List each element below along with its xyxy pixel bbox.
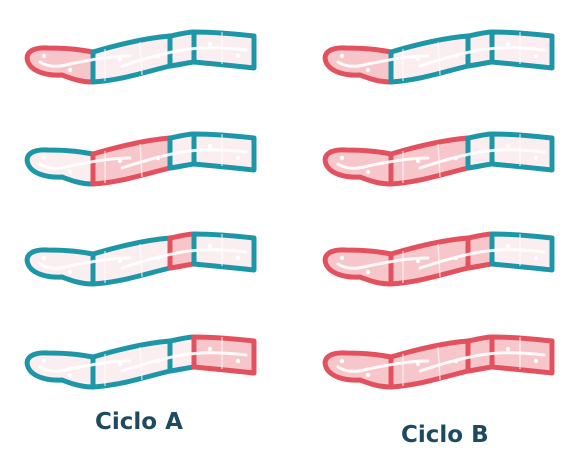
cycle-a-label: Ciclo A xyxy=(95,411,183,434)
air-dot-5 xyxy=(506,42,510,46)
air-dot-1 xyxy=(340,359,344,363)
air-dot-4 xyxy=(454,156,458,160)
air-dot-3 xyxy=(416,362,420,366)
air-dot-2 xyxy=(68,170,72,174)
air-dot-5 xyxy=(208,347,212,351)
air-dot-1 xyxy=(42,156,46,160)
air-dot-2 xyxy=(68,373,72,377)
air-dot-4 xyxy=(156,256,160,260)
air-dot-4 xyxy=(156,359,160,363)
cycle-b-label: Ciclo B xyxy=(401,424,489,447)
air-dot-1 xyxy=(340,156,344,160)
air-dot-4 xyxy=(156,156,160,160)
air-dot-3 xyxy=(118,159,122,163)
air-dot-1 xyxy=(340,54,344,58)
air-dot-4 xyxy=(156,54,160,58)
air-dot-1 xyxy=(42,256,46,260)
air-dot-2 xyxy=(366,170,370,174)
leg-cycle-b-step-3 xyxy=(325,234,552,284)
air-dot-4 xyxy=(454,256,458,260)
air-dot-3 xyxy=(416,259,420,263)
air-dot-5 xyxy=(208,244,212,248)
air-dot-6 xyxy=(534,359,538,363)
air-dot-1 xyxy=(340,256,344,260)
air-dot-3 xyxy=(416,57,420,61)
air-dot-5 xyxy=(208,144,212,148)
air-dot-4 xyxy=(454,359,458,363)
air-dot-6 xyxy=(534,54,538,58)
air-dot-6 xyxy=(534,256,538,260)
air-dot-3 xyxy=(118,362,122,366)
air-dot-5 xyxy=(506,244,510,248)
leg-cycle-b-step-1 xyxy=(325,32,552,82)
air-dot-5 xyxy=(506,144,510,148)
air-dot-1 xyxy=(42,359,46,363)
leg-cycle-a-step-1 xyxy=(27,32,254,82)
air-dot-3 xyxy=(118,259,122,263)
leg-cycle-b-step-4 xyxy=(325,337,552,387)
air-dot-2 xyxy=(68,68,72,72)
air-dot-2 xyxy=(366,373,370,377)
air-dot-1 xyxy=(42,54,46,58)
air-dot-5 xyxy=(506,347,510,351)
air-dot-2 xyxy=(366,68,370,72)
air-dot-5 xyxy=(208,42,212,46)
air-dot-6 xyxy=(534,156,538,160)
air-dot-6 xyxy=(236,54,240,58)
air-dot-6 xyxy=(236,256,240,260)
leg-cycle-a-step-2 xyxy=(27,134,254,184)
air-dot-3 xyxy=(118,57,122,61)
air-dot-4 xyxy=(454,54,458,58)
leg-cycle-b-step-2 xyxy=(325,134,552,184)
air-dot-3 xyxy=(416,159,420,163)
air-dot-6 xyxy=(236,156,240,160)
leg-cycle-a-step-3 xyxy=(27,234,254,284)
air-dot-6 xyxy=(236,359,240,363)
air-dot-2 xyxy=(68,270,72,274)
leg-cycle-a-step-4 xyxy=(27,337,254,387)
air-dot-2 xyxy=(366,270,370,274)
